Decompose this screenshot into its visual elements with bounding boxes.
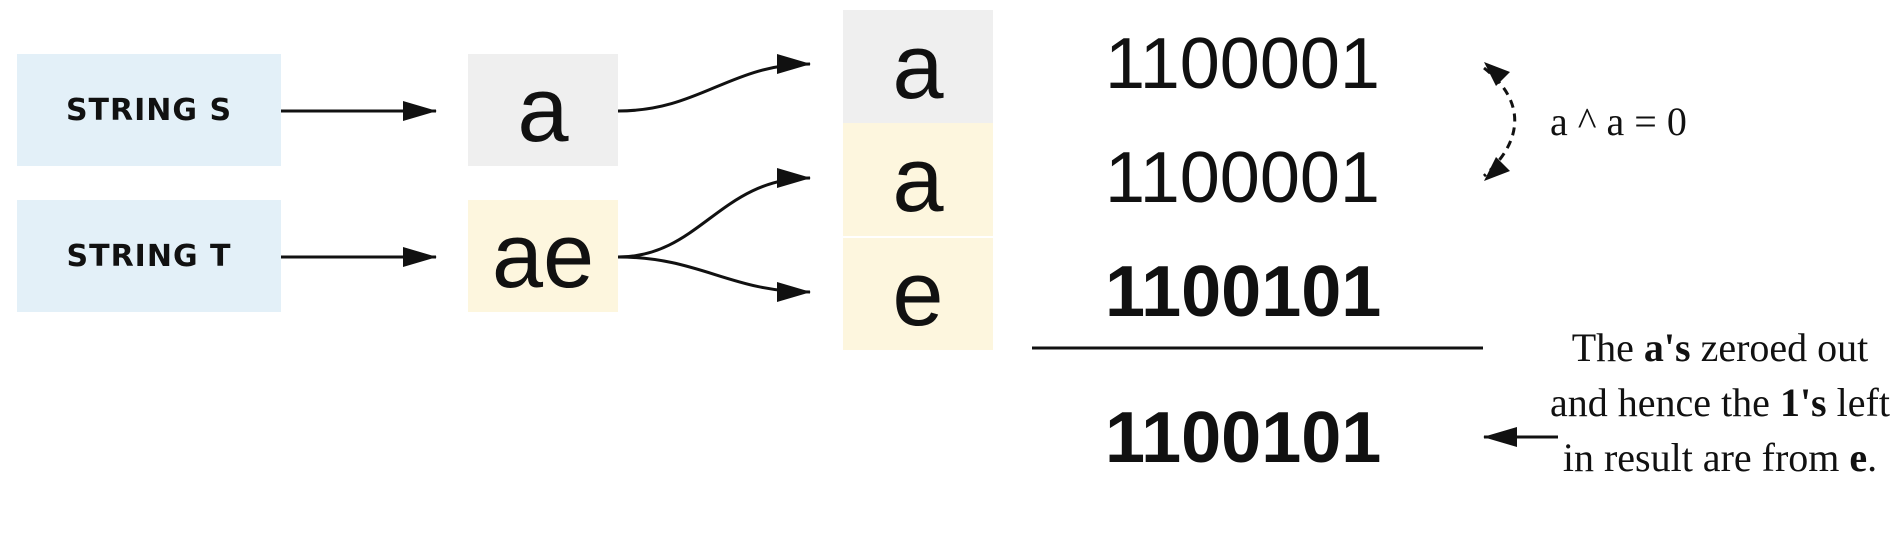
char-box-3: e: [843, 238, 993, 350]
bits-result: 1100101: [1105, 398, 1382, 478]
explain-part-2: zeroed out and hence the: [1550, 325, 1869, 425]
bits-row-3: 1100101: [1105, 252, 1382, 332]
xor-arrowhead-top: [1484, 62, 1510, 86]
char-3: e: [892, 243, 944, 345]
curve-s-to-char-1: [617, 54, 811, 113]
string-s-label: STRING S: [65, 92, 233, 128]
xor-rule-note: a ^ a = 0: [1550, 99, 1687, 144]
bits-row-1: 1100001: [1105, 24, 1380, 104]
xor-arrowhead-bottom: [1484, 157, 1510, 181]
explain-bold-1: a's: [1643, 325, 1691, 370]
explain-part-4: .: [1867, 435, 1878, 480]
string-t-label: STRING T: [66, 238, 232, 274]
explain-bold-3: e: [1849, 435, 1868, 480]
curve-t-to-char-3: [617, 255, 811, 302]
string-s-value: a: [517, 59, 569, 161]
xor-cancel-arrow: [1483, 66, 1517, 178]
explain-part-3: left in result are from: [1562, 380, 1890, 480]
bits-row-2: 1100001: [1105, 138, 1380, 218]
string-s-label-box: STRING S: [17, 54, 281, 166]
string-t-label-box: STRING T: [17, 200, 281, 312]
curve-t-to-char-2: [617, 168, 811, 259]
char-1: a: [892, 15, 944, 118]
char-2: a: [892, 128, 944, 231]
char-box-1: a: [843, 10, 993, 123]
string-s-value-box: a: [468, 54, 618, 166]
explain-bold-2: 1's: [1779, 380, 1827, 425]
string-t-value: ae: [491, 205, 595, 307]
char-box-2: a: [843, 123, 993, 236]
explanation-note: The a's zeroed out and hence the 1's lef…: [1550, 320, 1890, 485]
explain-part-1: The: [1571, 325, 1644, 370]
string-t-value-box: ae: [468, 200, 618, 312]
